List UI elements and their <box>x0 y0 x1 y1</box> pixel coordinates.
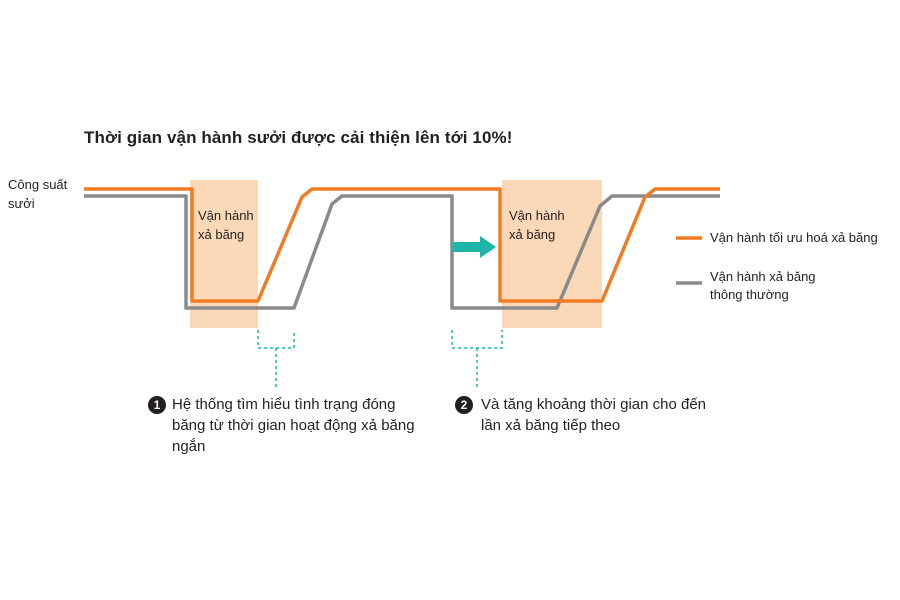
shift-arrow-icon <box>452 236 496 258</box>
defrost-zone-2 <box>502 180 602 328</box>
bracket-1 <box>257 330 295 390</box>
note-1: Hệ thống tìm hiểu tình trạng đóng băng t… <box>172 396 415 455</box>
legend-conventional: Vận hành xả băng thông thường <box>710 269 816 302</box>
defrost-zone-1 <box>190 180 258 328</box>
bracket-2 <box>451 330 503 390</box>
optimized-line <box>84 187 720 303</box>
note-number-1: 1 <box>148 396 166 414</box>
note-number-2: 2 <box>455 396 473 414</box>
y-axis-label: Công suất sưởi <box>8 177 68 211</box>
note-2: Và tăng khoảng thời gian cho đến lần xả … <box>481 396 707 434</box>
diagram-title: Thời gian vận hành sưởi được cải thiện l… <box>84 128 513 147</box>
defrost-label-1: Vận hành xả băng <box>198 208 254 242</box>
legend-optimized: Vận hành tối ưu hoá xả băng <box>710 230 878 245</box>
conventional-line <box>84 194 720 310</box>
defrost-label-2: Vận hành xả băng <box>509 208 565 242</box>
